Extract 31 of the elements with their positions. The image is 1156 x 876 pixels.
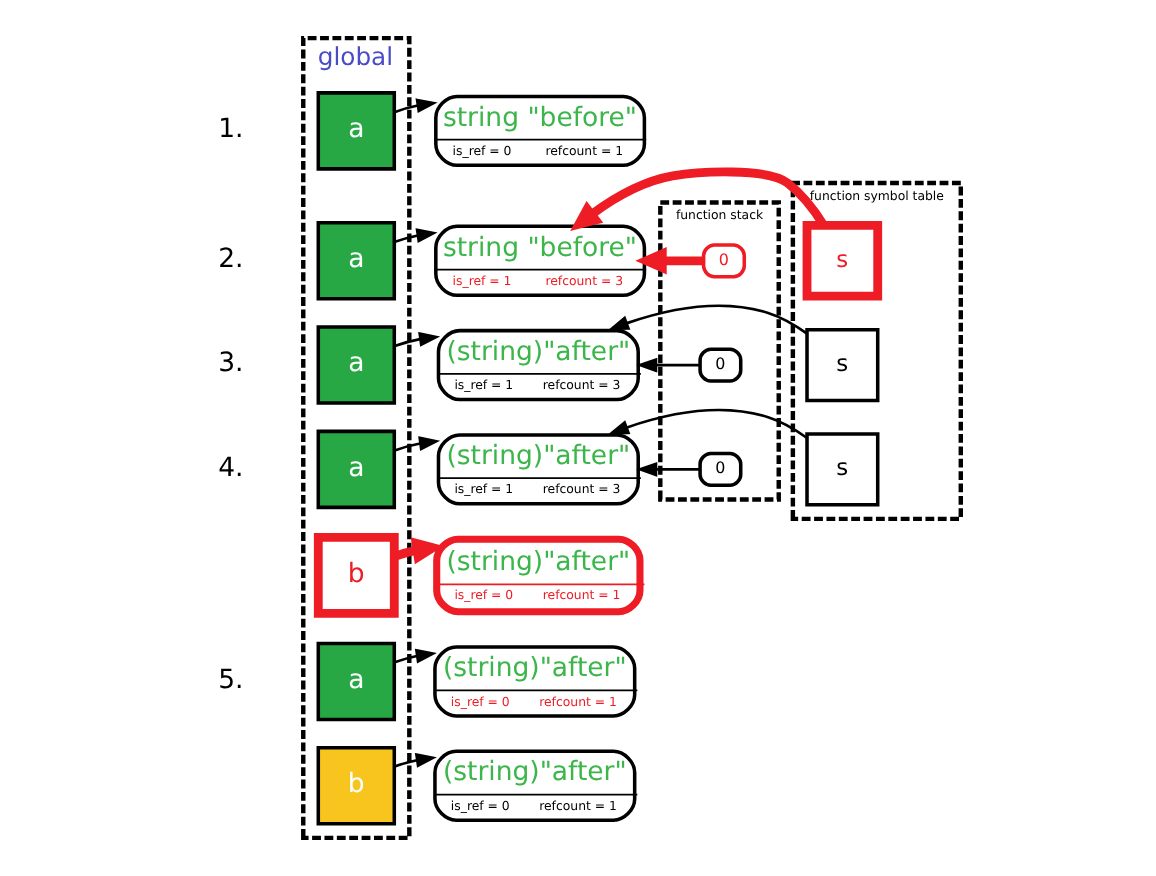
arrow: [393, 753, 436, 768]
node-box: 0: [697, 347, 742, 383]
arrow: [569, 167, 827, 232]
arrow: [392, 228, 437, 244]
arrow: [393, 331, 440, 348]
label: 3.: [217, 349, 243, 380]
arrow: [634, 247, 703, 275]
node-box: 0: [697, 451, 742, 488]
node-box: s: [801, 221, 882, 301]
node-box: a: [315, 429, 396, 510]
label: 4.: [217, 453, 243, 484]
label: 1.: [217, 115, 243, 146]
node-box: b: [312, 533, 398, 618]
label: 5.: [217, 665, 243, 696]
arrow: [606, 304, 807, 335]
arrow: [393, 648, 436, 664]
node-box: a: [315, 221, 396, 301]
node-box: 0: [700, 243, 746, 279]
arrow: [606, 408, 807, 440]
node-box: s: [804, 327, 879, 403]
arrow: [392, 98, 437, 114]
node-box: a: [315, 641, 396, 722]
label: 2.: [217, 244, 243, 275]
node-box: s: [804, 432, 879, 507]
arrow: [392, 537, 443, 565]
arrow: [635, 461, 699, 477]
node-box: a: [315, 91, 396, 171]
arrow: [635, 357, 699, 373]
node-box: a: [315, 325, 396, 405]
node-box: b: [315, 746, 396, 826]
arrow: [393, 436, 440, 452]
